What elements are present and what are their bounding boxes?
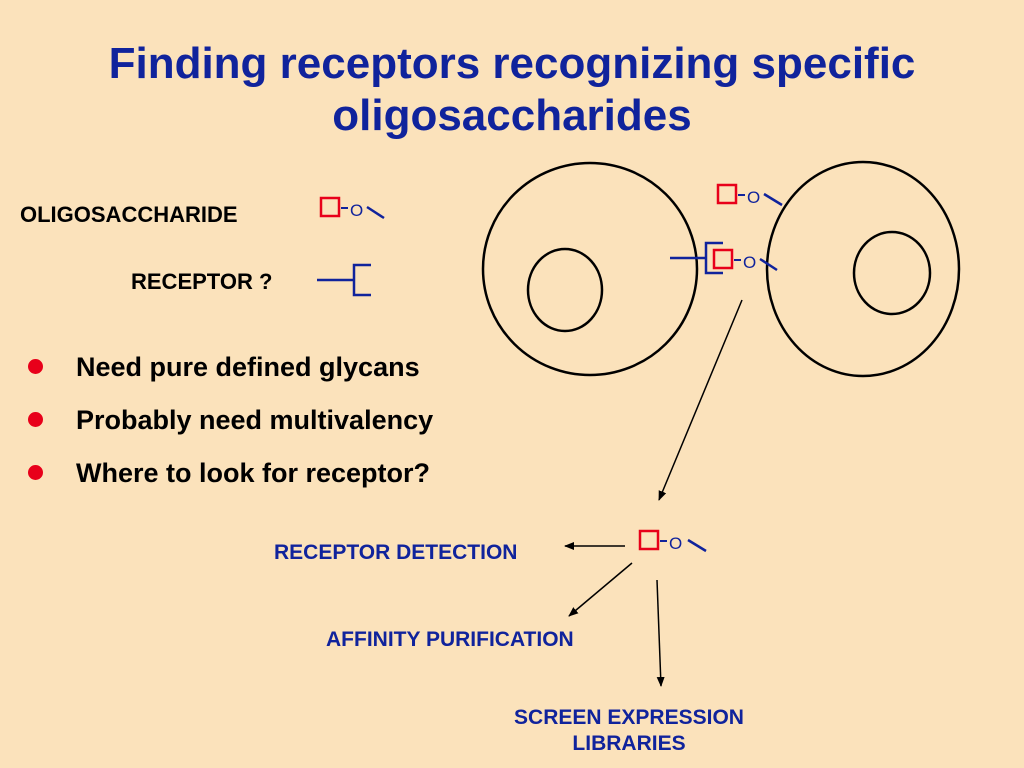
affinity-purification-label: AFFINITY PURIFICATION [326, 628, 574, 651]
oligosaccharide-label: OLIGOSACCHARIDE [20, 202, 238, 227]
receptor-detection-label: RECEPTOR DETECTION [274, 541, 518, 564]
receptor-symbol-icon [317, 263, 371, 297]
left-cell [481, 161, 699, 377]
glycan-o-text: O [743, 253, 756, 272]
title-line-2: oligosaccharides [332, 91, 692, 140]
receptor-label: RECEPTOR ? [131, 269, 273, 294]
right-cell [765, 160, 961, 378]
bullet-dot-icon [28, 412, 43, 427]
bullet-list: Need pure defined glycans Probably need … [28, 348, 433, 507]
page-title: Finding receptors recognizing specific o… [0, 38, 1024, 142]
bullet-dot-icon [28, 359, 43, 374]
arrow-to-affinity-purification [568, 562, 633, 617]
bullet-text: Need pure defined glycans [76, 352, 420, 382]
bullet-item: Need pure defined glycans [28, 348, 433, 401]
screen-expression-libraries-label: SCREEN EXPRESSION LIBRARIES [494, 705, 764, 757]
screen-label-line-1: SCREEN EXPRESSION [514, 706, 744, 729]
probe-glycan-icon: O [638, 529, 707, 553]
cell-surface-glycan-icon: O [716, 183, 783, 207]
oligosaccharide-symbol-icon: O [319, 196, 385, 220]
glycan-o-text: O [747, 188, 760, 207]
glycan-o-text: O [350, 201, 363, 220]
screen-label-line-2: LIBRARIES [572, 732, 686, 755]
title-line-1: Finding receptors recognizing specific [108, 39, 916, 88]
bullet-text: Where to look for receptor? [76, 458, 431, 488]
receptor-glycan-complex-icon: O [670, 241, 778, 275]
bullet-item: Where to look for receptor? [28, 454, 433, 507]
arrow-to-screen-libraries [656, 579, 665, 687]
arrow-to-probe [658, 299, 743, 501]
bullet-dot-icon [28, 465, 43, 480]
bullet-text: Probably need multivalency [76, 405, 434, 435]
bullet-item: Probably need multivalency [28, 401, 433, 454]
glycan-o-text: O [669, 534, 682, 553]
